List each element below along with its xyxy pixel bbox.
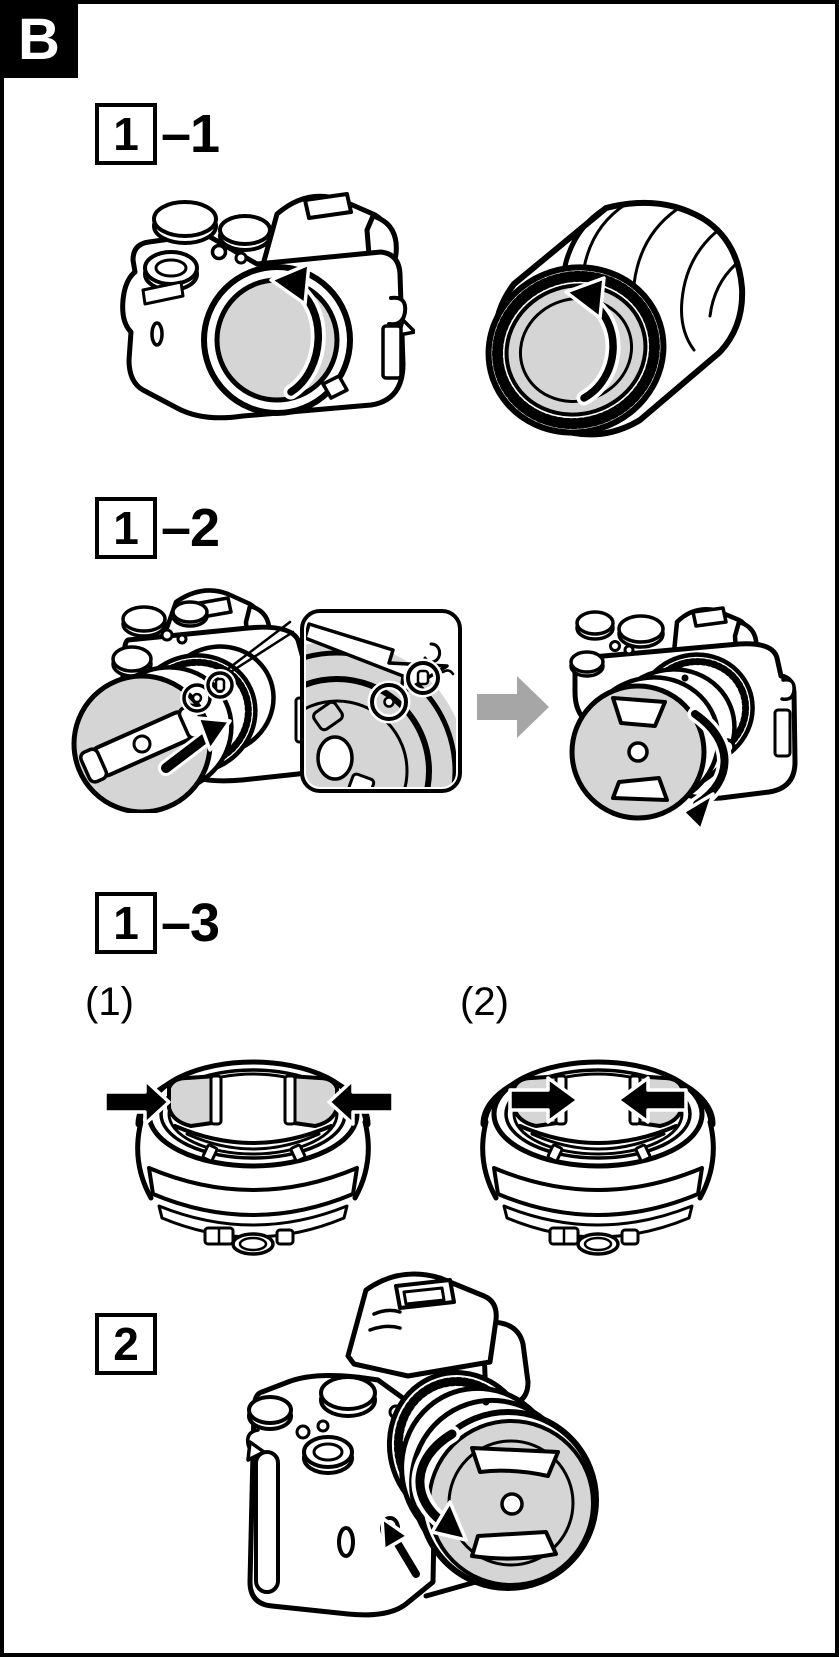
zoom-ring: [147, 1166, 359, 1217]
rotate-counterclockwise-arrow-icon: [269, 262, 326, 400]
lens-release-rotate-illustration: [245, 1271, 599, 1618]
grip: [254, 1450, 280, 1594]
cap-pinch-tab: [470, 1530, 558, 1561]
index-detail-circles: [367, 658, 443, 724]
pinch-arrow-left-icon: [105, 1078, 171, 1126]
leader-line: [224, 630, 295, 677]
pinch-arrow-right-icon: [616, 1076, 688, 1124]
pinch-arrows-outer: [105, 1078, 395, 1126]
rotate-lens-to-lock-illustration: [569, 606, 798, 832]
cap-pinch-outer-illustration: [105, 1059, 395, 1256]
cap-tab: [321, 374, 349, 400]
lens-with-front-cap: [569, 652, 755, 821]
step-1-3-header: 1 –3: [95, 892, 220, 954]
rotate-clockwise-arrow-icon: [681, 706, 732, 832]
step-suffix: –2: [161, 498, 220, 558]
step-number: 1: [113, 108, 139, 160]
strap-lug: [780, 677, 796, 702]
step-suffix: –1: [161, 104, 220, 164]
rotate-counterclockwise-arrow-icon: [411, 1425, 468, 1542]
pinch-arrow-left-icon: [508, 1076, 580, 1124]
step-1-1-header: 1 –1: [95, 103, 220, 165]
step-2-header: 2: [95, 1313, 157, 1375]
sub-step-2-label: (2): [460, 980, 509, 1024]
hot-shoe: [691, 606, 728, 628]
mode-dial: [247, 1395, 293, 1425]
mode-dial: [575, 610, 615, 636]
section-badge-label: B: [18, 6, 60, 72]
cap-pinch-center-illustration: [480, 1059, 716, 1256]
body-cap: [201, 264, 353, 416]
cap-pinch-tab: [470, 1446, 560, 1478]
mounting-index-detail-callout: [300, 609, 462, 793]
rear-lens-cap: [485, 264, 667, 436]
lens-standing: [135, 1059, 371, 1256]
zoom-ring: [492, 1166, 704, 1217]
cap-knurled-edge: [492, 270, 660, 430]
pinch-arrow-right-icon: [327, 1078, 395, 1126]
shutter-dial: [218, 214, 272, 246]
step-number: 2: [113, 1318, 139, 1370]
lens-index-circle: [182, 683, 212, 713]
lens-align-attach-illustration: [71, 588, 329, 813]
pinch-arrows-center: [508, 1076, 688, 1124]
step-1-2-header: 1 –2: [95, 497, 220, 559]
step-suffix: –3: [161, 893, 220, 953]
step-number-box: 1: [95, 892, 157, 954]
lens-rear-cap-removal-illustration: [485, 199, 746, 438]
step-number: 1: [113, 897, 139, 949]
magnified-mount-view: [306, 622, 456, 787]
body-index-circle: [406, 661, 440, 695]
rotate-counterclockwise-arrow-icon: [564, 276, 621, 406]
lens-index-dot: [681, 674, 689, 682]
sub-step-1-label: (1): [85, 980, 134, 1024]
cap-pinch-tab: [611, 776, 669, 802]
body-index-circle: [206, 671, 234, 699]
mounting-index-marks: [180, 620, 295, 715]
section-badge: B: [0, 0, 78, 78]
lens-index-dot: [482, 1398, 490, 1406]
camera-body-cap-removal-illustration: [120, 192, 415, 421]
press-release-button-arrow-icon: [380, 1516, 423, 1581]
step-number-box: 2: [95, 1313, 157, 1375]
shutter-dial: [319, 1375, 377, 1411]
exposure-dial: [302, 1435, 354, 1469]
cap-pinch-tab: [611, 696, 667, 728]
mode-dial: [152, 200, 218, 238]
proceed-right-arrow-icon: [477, 676, 549, 738]
strap-lug: [387, 295, 408, 327]
camera-body: [245, 1271, 531, 1618]
step-number-box: 1: [95, 497, 157, 559]
step-number: 1: [113, 502, 139, 554]
insert-direction-arrow-icon: [158, 716, 232, 776]
lens-index-circle: [370, 683, 408, 721]
step-number-box: 1: [95, 103, 157, 165]
mode-dial: [121, 605, 167, 633]
hot-shoe: [303, 192, 353, 220]
